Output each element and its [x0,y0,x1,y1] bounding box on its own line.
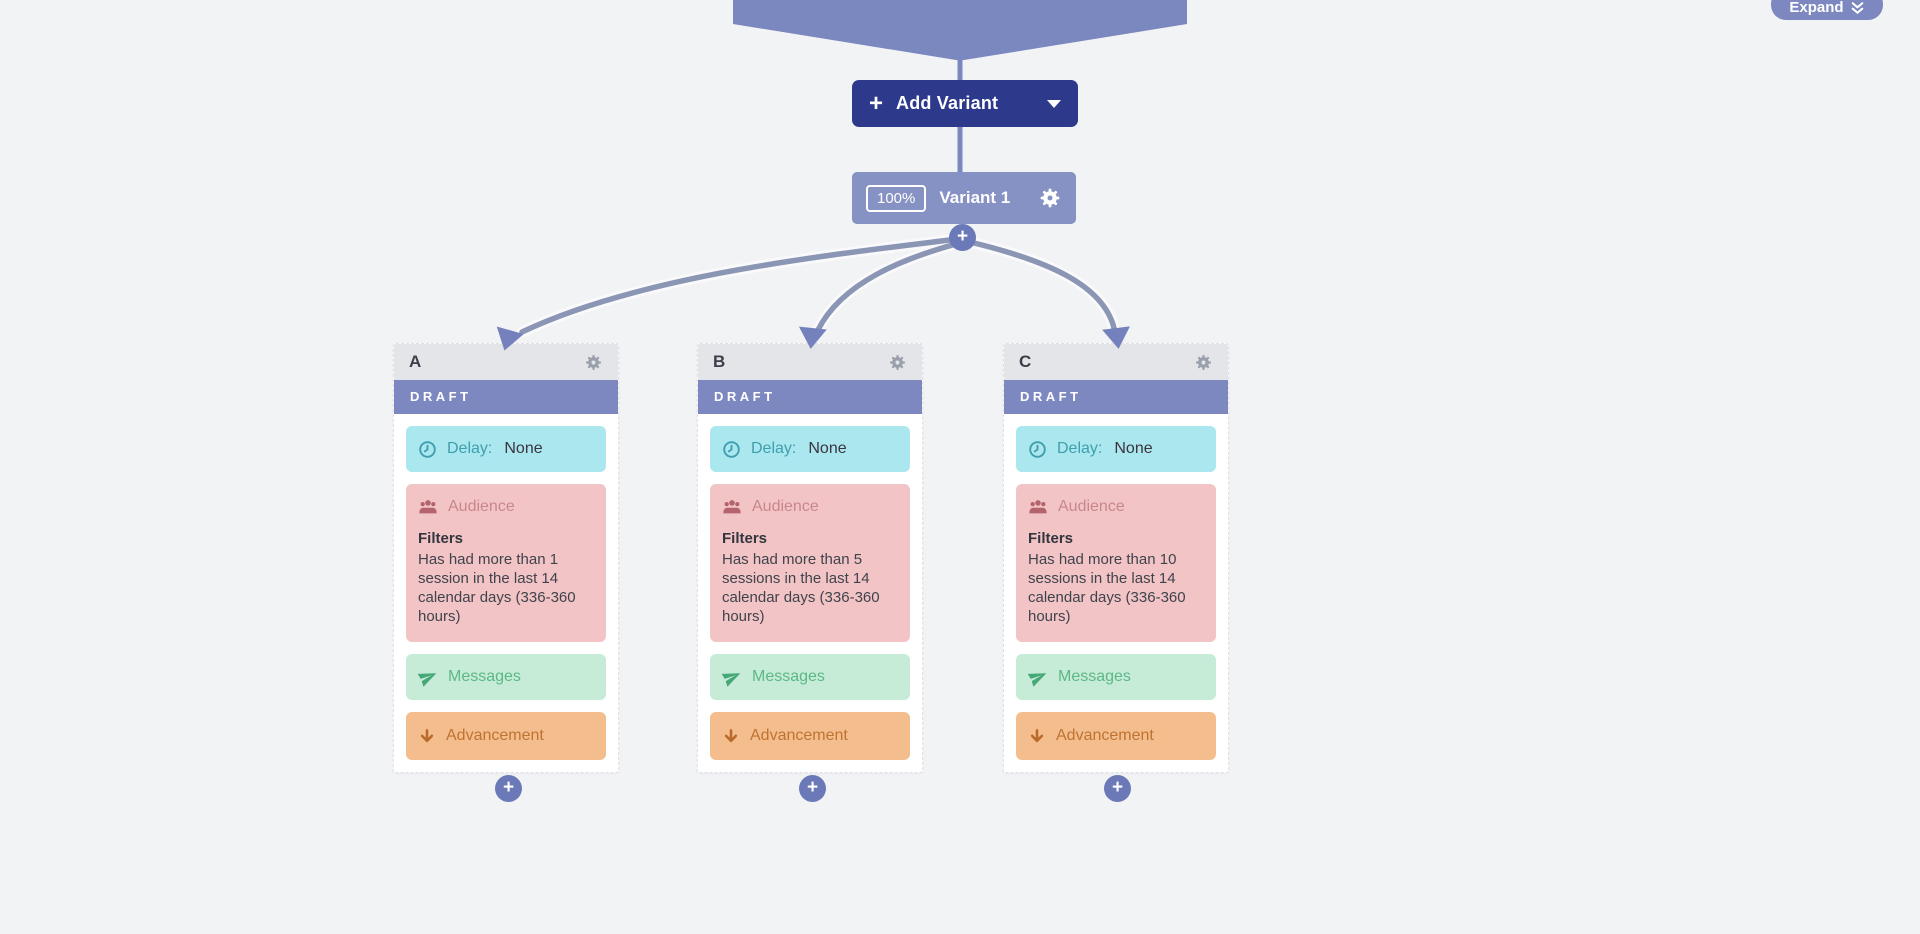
flow-funnel-shape [733,0,1187,60]
variant-label: Variant 1 [939,188,1011,207]
add-variant-button[interactable]: + Add Variant [852,80,1078,127]
delay-label: Delay: [1057,440,1103,457]
variant-percent-badge: 100% [866,184,927,212]
audience-header: Audience [418,498,594,516]
gear-icon[interactable] [584,353,603,372]
users-icon [418,498,438,516]
variant-node[interactable]: 100% Variant 1 [852,172,1076,224]
expand-label: Expand [1789,0,1844,16]
add-branch-button[interactable]: + [949,224,976,251]
filter-text: Has had more than 1 session in the last … [418,551,576,625]
variant-card-b: B DRAFT [697,343,923,773]
card-letter: B [713,352,726,371]
add-step-button[interactable]: + [495,775,522,802]
connector-line [957,56,963,82]
branch-curve-c [967,239,1117,331]
delay-section[interactable]: Delay: None [1016,426,1216,472]
delay-label: Delay: [751,440,797,457]
variant-card-c: C DRAFT [1003,343,1229,773]
advancement-section[interactable]: Advancement [1016,712,1216,760]
gear-icon[interactable] [1038,186,1062,210]
down-arrow-icon [1028,727,1046,745]
add-variant-label: Add Variant [896,93,999,113]
delay-value: None [808,440,847,457]
variant-card-a: A DRAFT [393,343,619,773]
card-header: A [394,344,618,380]
delay-section[interactable]: Delay: None [710,426,910,472]
messages-section[interactable]: Messages [406,654,606,700]
down-arrow-icon [722,727,740,745]
advancement-label: Advancement [750,727,848,744]
filters-heading: Filters [722,530,768,547]
advancement-section[interactable]: Advancement [710,712,910,760]
status-badge: DRAFT [394,380,618,414]
users-icon [1028,498,1048,516]
messages-label: Messages [1058,668,1131,685]
messages-label: Messages [752,668,825,685]
card-header: B [698,344,922,380]
audience-section[interactable]: Audience Filters Has had more than 5 ses… [710,484,910,642]
advancement-label: Advancement [1056,727,1154,744]
branch-curve-b [815,241,959,333]
delay-value: None [504,440,543,457]
audience-section[interactable]: Audience Filters Has had more than 10 se… [1016,484,1216,642]
messages-section[interactable]: Messages [1016,654,1216,700]
delay-section[interactable]: Delay: None [406,426,606,472]
audience-label: Audience [1058,498,1125,515]
messages-section[interactable]: Messages [710,654,910,700]
audience-header: Audience [722,498,898,516]
status-badge: DRAFT [1004,380,1228,414]
messages-label: Messages [448,668,521,685]
paper-plane-icon [1028,667,1048,687]
paper-plane-icon [418,667,438,687]
filters-heading: Filters [1028,530,1074,547]
clock-icon [722,440,741,459]
branch-curve-a [519,237,953,335]
caret-down-icon[interactable] [1047,99,1061,108]
advancement-label: Advancement [446,727,544,744]
add-step-button[interactable]: + [799,775,826,802]
double-chevron-down-icon [1850,1,1865,16]
paper-plane-icon [722,667,742,687]
card-body: Delay: None Audience Filters Has had mor… [1004,414,1228,772]
filters-heading: Filters [418,530,464,547]
audience-label: Audience [448,498,515,515]
card-body: Delay: None Audience Filters Has had mor… [394,414,618,772]
filter-text: Has had more than 10 sessions in the las… [1028,551,1186,625]
card-letter: C [1019,352,1032,371]
audience-header: Audience [1028,498,1204,516]
delay-value: None [1114,440,1153,457]
clock-icon [1028,440,1047,459]
plus-icon: + [869,89,884,117]
gear-icon[interactable] [1194,353,1213,372]
status-badge: DRAFT [698,380,922,414]
filter-text: Has had more than 5 sessions in the last… [722,551,880,625]
clock-icon [418,440,437,459]
card-header: C [1004,344,1228,380]
audience-section[interactable]: Audience Filters Has had more than 1 ses… [406,484,606,642]
audience-label: Audience [752,498,819,515]
branch-curves [516,234,1120,338]
expand-button[interactable]: Expand [1771,0,1883,20]
card-body: Delay: None Audience Filters Has had mor… [698,414,922,772]
connector-line [957,125,963,174]
add-step-button[interactable]: + [1104,775,1131,802]
gear-icon[interactable] [888,353,907,372]
down-arrow-icon [418,727,436,745]
card-letter: A [409,352,422,371]
advancement-section[interactable]: Advancement [406,712,606,760]
users-icon [722,498,742,516]
delay-label: Delay: [447,440,493,457]
